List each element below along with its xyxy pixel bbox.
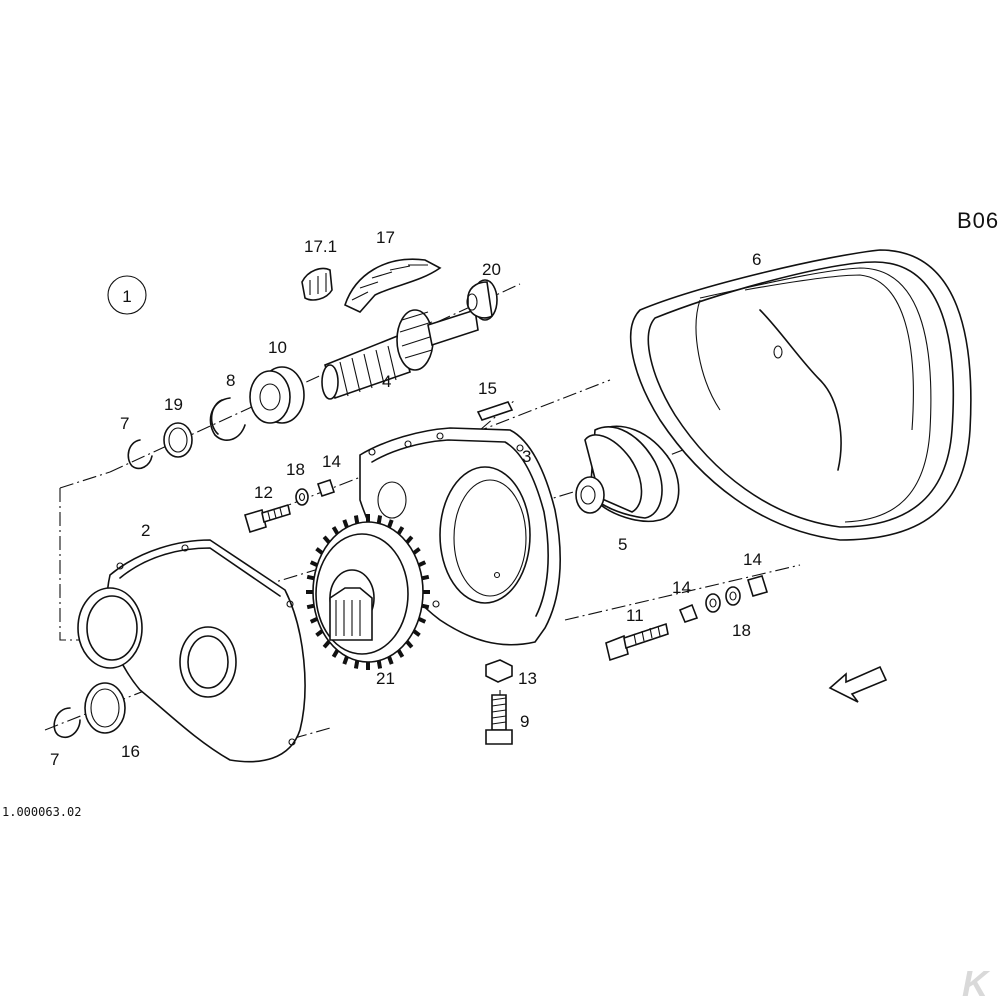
gear-tooth: [353, 660, 360, 669]
part-17-chain: [344, 258, 442, 313]
gear-tooth: [309, 560, 319, 568]
gear-tooth: [322, 640, 331, 649]
part-12-bolt: [244, 503, 291, 534]
part-7-snap-ring-bottom: [53, 707, 81, 739]
label-18-upper: 18: [286, 460, 305, 479]
label-6: 6: [752, 250, 761, 269]
label-20: 20: [482, 260, 501, 279]
view-marker-text: 1: [122, 287, 131, 306]
label-15: 15: [478, 379, 497, 398]
view-marker: 1: [107, 275, 147, 315]
gear-tooth: [412, 629, 421, 637]
gear-tooth: [353, 515, 360, 524]
part-labels: 17.1 17 20 6 10 4 8 19 15 7 3 18 14 12 2…: [50, 228, 762, 769]
part-14-washer-lower-b: [725, 586, 741, 606]
part-11-bolt: [605, 622, 669, 662]
k-logo-text: K: [962, 963, 991, 1000]
label-5: 5: [618, 535, 627, 554]
label-14-upper: 14: [322, 452, 341, 471]
part-15-pin: [476, 401, 514, 421]
part-18-washer-upper: [295, 488, 309, 506]
gear-tooth: [405, 535, 414, 544]
label-7-bottom: 7: [50, 750, 59, 769]
gear-tooth: [315, 629, 324, 637]
label-19: 19: [164, 395, 183, 414]
label-10: 10: [268, 338, 287, 357]
gear-tooth: [342, 519, 349, 529]
label-11: 11: [626, 606, 644, 625]
label-9: 9: [520, 712, 529, 731]
gear-tooth: [412, 547, 421, 555]
part-2-front-cover: [77, 539, 306, 763]
gear-tooth: [322, 535, 331, 544]
gear-teeth: [306, 514, 430, 670]
part-14-nut-lower-a: [678, 603, 699, 623]
label-17: 17: [376, 228, 395, 247]
gear-tooth: [309, 616, 319, 624]
gear-tooth: [396, 526, 405, 535]
drawing-number: 1.000063.02: [2, 805, 81, 819]
part-4-shaft: [321, 308, 479, 400]
label-2: 2: [141, 521, 150, 540]
label-4: 4: [382, 372, 391, 391]
gear-tooth: [306, 603, 315, 610]
gear-tooth: [417, 616, 427, 624]
sheet-code: B06: [957, 208, 999, 233]
gear-tooth: [331, 526, 340, 535]
label-12: 12: [254, 483, 273, 502]
label-14-lower-right: 14: [743, 550, 762, 569]
label-13: 13: [518, 669, 537, 688]
gear-tooth: [421, 574, 430, 581]
label-14-lower: 14: [672, 578, 691, 597]
gear-tooth: [387, 519, 394, 529]
label-7-top: 7: [120, 414, 129, 433]
gear-tooth: [306, 574, 315, 581]
part-14-nut-lower-c: [746, 575, 769, 597]
part-9-screw: [485, 694, 513, 745]
label-16: 16: [121, 742, 140, 761]
gear-tooth: [417, 560, 427, 568]
part-6-drum: [629, 249, 972, 541]
label-3: 3: [522, 447, 531, 466]
label-8: 8: [226, 371, 235, 390]
part-20-bearing: [466, 279, 498, 321]
gear-tooth: [331, 649, 340, 658]
k-logo-watermark: K: [962, 963, 991, 1000]
gear-tooth: [396, 649, 405, 658]
label-17-1: 17.1: [304, 237, 337, 256]
gear-tooth: [387, 655, 394, 665]
part-8-circlip: [209, 397, 246, 441]
part-10-bearing: [249, 366, 305, 424]
gear-tooth: [376, 660, 383, 669]
label-18-lower: 18: [732, 621, 751, 640]
gear-tooth: [421, 603, 430, 610]
gear-tooth: [376, 515, 383, 524]
gear-tooth: [342, 655, 349, 665]
part-5-bell: [575, 425, 680, 523]
gear-tooth: [405, 640, 414, 649]
part-14-nut-upper: [316, 478, 336, 498]
label-21: 21: [376, 669, 395, 688]
part-18-washer-lower: [705, 593, 721, 613]
part-13-nut: [485, 659, 513, 683]
part-17-1-link: [301, 267, 333, 301]
part-16-seal-ring: [84, 682, 126, 734]
part-7-snap-ring-top: [127, 439, 153, 470]
gear-tooth: [315, 547, 324, 555]
part-19-washer: [163, 422, 193, 458]
direction-arrow-icon: [828, 665, 888, 703]
part-21-gear: [306, 514, 430, 670]
